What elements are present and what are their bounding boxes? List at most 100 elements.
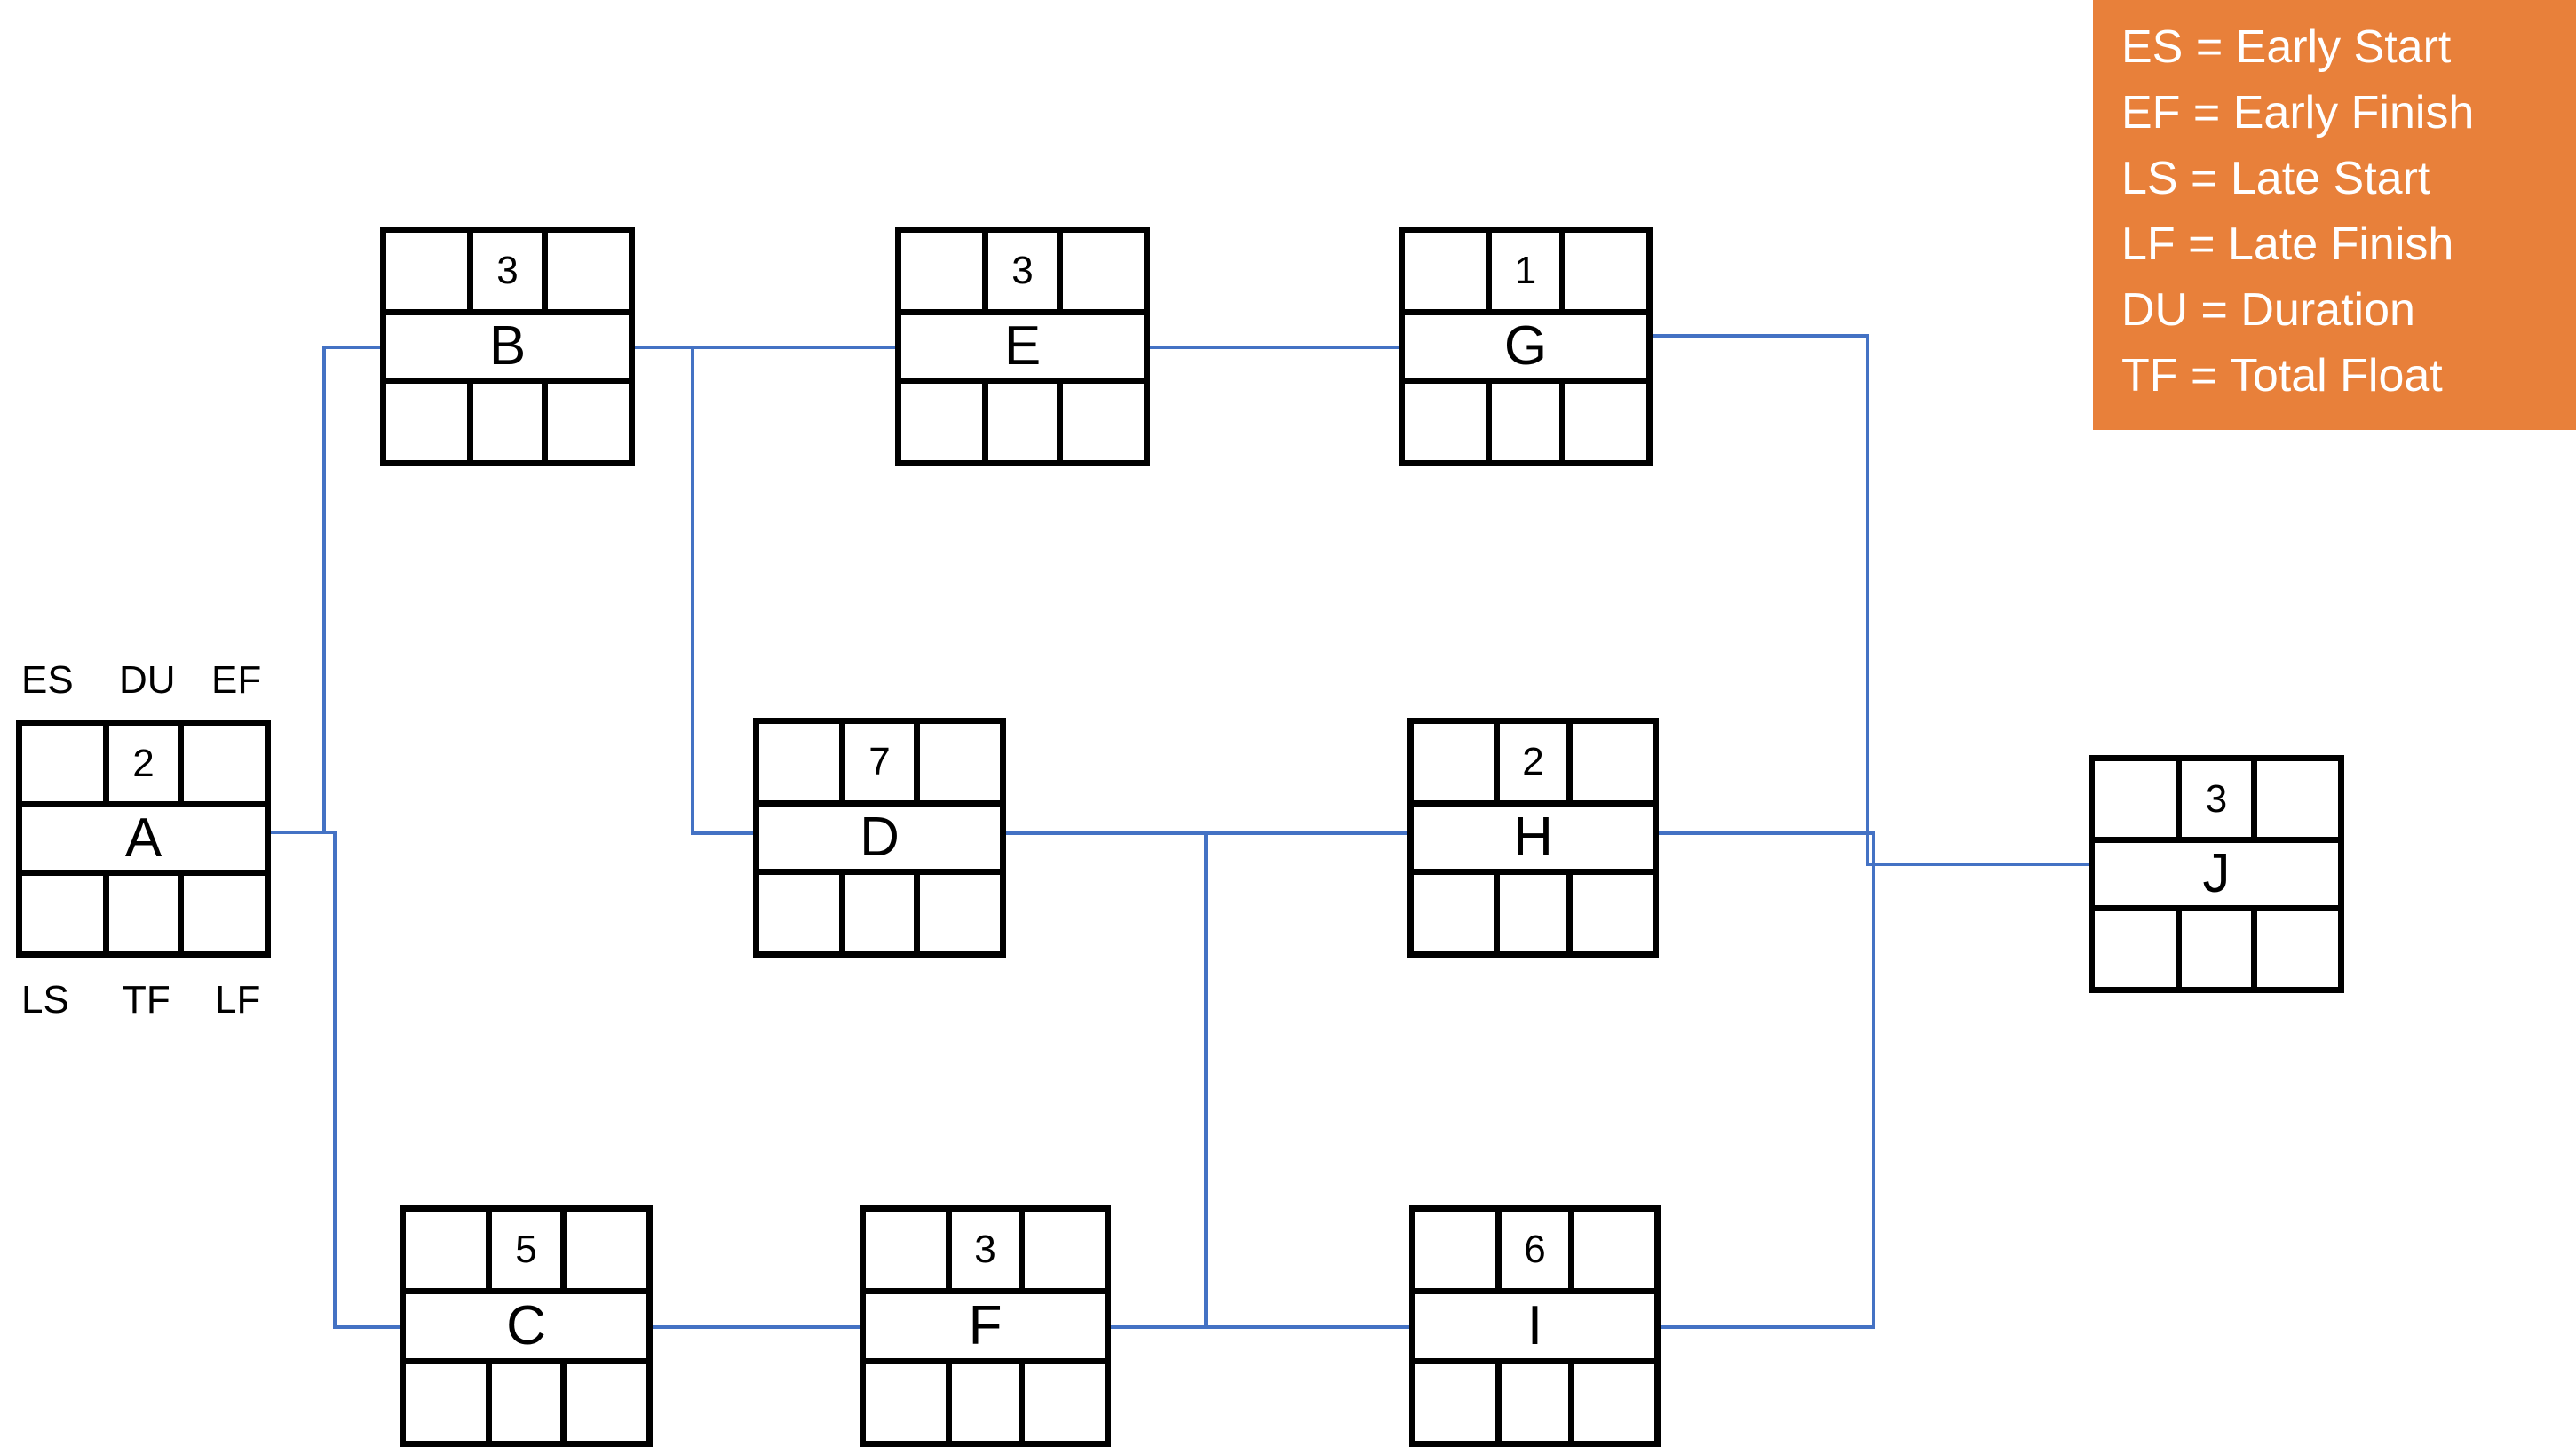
node-i-es-cell[interactable] xyxy=(1415,1212,1495,1288)
node-g-label: G xyxy=(1503,314,1548,377)
legend-line-1: EF = Early Finish xyxy=(2121,87,2475,139)
node-e-ef-cell[interactable] xyxy=(1063,233,1144,309)
node-b-ls-cell[interactable] xyxy=(386,384,467,460)
node-a-bottom-row xyxy=(22,875,265,951)
node-c-es-cell[interactable] xyxy=(406,1212,486,1288)
node-f-bottom-row xyxy=(866,1364,1105,1441)
node-g-tf-cell[interactable] xyxy=(1485,384,1566,460)
node-a-lf-cell[interactable] xyxy=(184,876,265,951)
node-e-tf-cell[interactable] xyxy=(982,384,1063,460)
node-g-top-row: 1 xyxy=(1405,233,1646,309)
node-c-lf-cell[interactable] xyxy=(567,1364,646,1441)
node-a-label: A xyxy=(124,807,162,869)
edge-h-to-j xyxy=(1659,831,2089,866)
node-f-tf-cell[interactable] xyxy=(945,1364,1026,1441)
node-d-tf-cell[interactable] xyxy=(839,875,920,951)
node-j-lf-cell[interactable] xyxy=(2257,911,2338,987)
edge-d-to-i xyxy=(1204,833,1409,1329)
node-h-tf-cell[interactable] xyxy=(1493,875,1573,951)
node-c-name-row: C xyxy=(406,1288,646,1364)
node-g-es-cell[interactable] xyxy=(1405,233,1486,309)
node-i-label: I xyxy=(1526,1294,1543,1356)
key-label-tf: TF xyxy=(123,978,170,1022)
node-i-lf-cell[interactable] xyxy=(1574,1364,1654,1441)
node-c-tf-cell[interactable] xyxy=(486,1364,567,1441)
node-f-ls-cell[interactable] xyxy=(866,1364,946,1441)
key-label-du: DU xyxy=(119,658,176,702)
node-i-ls-cell[interactable] xyxy=(1415,1364,1495,1441)
node-g-du-cell[interactable]: 1 xyxy=(1485,233,1566,309)
node-i-du-cell[interactable]: 6 xyxy=(1494,1212,1575,1289)
node-j-bottom-row xyxy=(2095,910,2338,987)
node-j-label: J xyxy=(2202,842,2231,904)
node-h-ls-cell[interactable] xyxy=(1414,875,1494,951)
edge-i-to-j xyxy=(1661,863,2089,1329)
node-i-tf-cell[interactable] xyxy=(1494,1364,1575,1441)
node-d-ls-cell[interactable] xyxy=(759,875,839,951)
node-e-ls-cell[interactable] xyxy=(901,384,982,460)
node-a-ls-cell[interactable] xyxy=(22,876,103,951)
node-a-tf-cell[interactable] xyxy=(103,875,184,951)
node-j-tf-cell[interactable] xyxy=(2176,910,2257,987)
node-b-tf-cell[interactable] xyxy=(467,384,548,460)
node-e-es-cell[interactable] xyxy=(901,233,982,309)
node-a-name-row: A xyxy=(22,801,265,876)
node-h-du-cell[interactable]: 2 xyxy=(1493,724,1573,800)
node-d-du-cell[interactable]: 7 xyxy=(839,724,920,800)
node-f-label: F xyxy=(968,1294,1003,1356)
node-c-ef-cell[interactable] xyxy=(567,1212,646,1288)
node-e-lf-cell[interactable] xyxy=(1063,384,1144,460)
node-d-label: D xyxy=(860,806,900,868)
node-g-ef-cell[interactable] xyxy=(1565,233,1646,309)
node-f-ef-cell[interactable] xyxy=(1025,1212,1105,1288)
node-a-ef-cell[interactable] xyxy=(184,726,265,801)
edge-a-to-c xyxy=(271,831,400,1329)
node-c-du-cell[interactable]: 5 xyxy=(486,1212,567,1289)
node-f-top-row: 3 xyxy=(866,1212,1105,1289)
node-b-lf-cell[interactable] xyxy=(548,384,629,460)
node-d-lf-cell[interactable] xyxy=(920,875,1000,951)
node-b-ef-cell[interactable] xyxy=(548,233,629,309)
node-c-bottom-row xyxy=(406,1364,646,1441)
node-a-es-cell[interactable] xyxy=(22,726,103,801)
node-f-name-row: F xyxy=(866,1288,1105,1364)
node-f-es-cell[interactable] xyxy=(866,1212,946,1288)
node-f-lf-cell[interactable] xyxy=(1025,1364,1105,1441)
node-j-es-cell[interactable] xyxy=(2095,761,2176,837)
node-b-label: B xyxy=(488,314,527,377)
node-j-du-cell[interactable]: 3 xyxy=(2176,761,2257,838)
node-j-ls-cell[interactable] xyxy=(2095,911,2176,987)
node-d-es-cell[interactable] xyxy=(759,724,839,800)
node-i-bottom-row xyxy=(1415,1364,1654,1441)
node-h-es-cell[interactable] xyxy=(1414,724,1494,800)
node-h-lf-cell[interactable] xyxy=(1573,875,1653,951)
node-b-du-cell[interactable]: 3 xyxy=(467,233,548,309)
node-d-ef-cell[interactable] xyxy=(920,724,1000,800)
node-c-ls-cell[interactable] xyxy=(406,1364,486,1441)
node-j-top-row: 3 xyxy=(2095,761,2338,838)
node-b-es-cell[interactable] xyxy=(386,233,467,309)
node-h-name-row: H xyxy=(1414,799,1653,876)
node-a-du-cell[interactable]: 2 xyxy=(103,726,184,802)
node-g-ls-cell[interactable] xyxy=(1405,384,1486,460)
legend-line-5: TF = Total Float xyxy=(2121,350,2443,402)
node-h-ef-cell[interactable] xyxy=(1573,724,1653,800)
node-j-ef-cell[interactable] xyxy=(2257,761,2338,837)
edge-a-to-b xyxy=(271,346,380,834)
node-f-du-cell[interactable]: 3 xyxy=(945,1212,1026,1289)
node-e-du-cell[interactable]: 3 xyxy=(982,233,1063,309)
node-h-bottom-row xyxy=(1414,875,1653,951)
node-i-ef-cell[interactable] xyxy=(1574,1212,1654,1288)
node-g-lf-cell[interactable] xyxy=(1565,384,1646,460)
